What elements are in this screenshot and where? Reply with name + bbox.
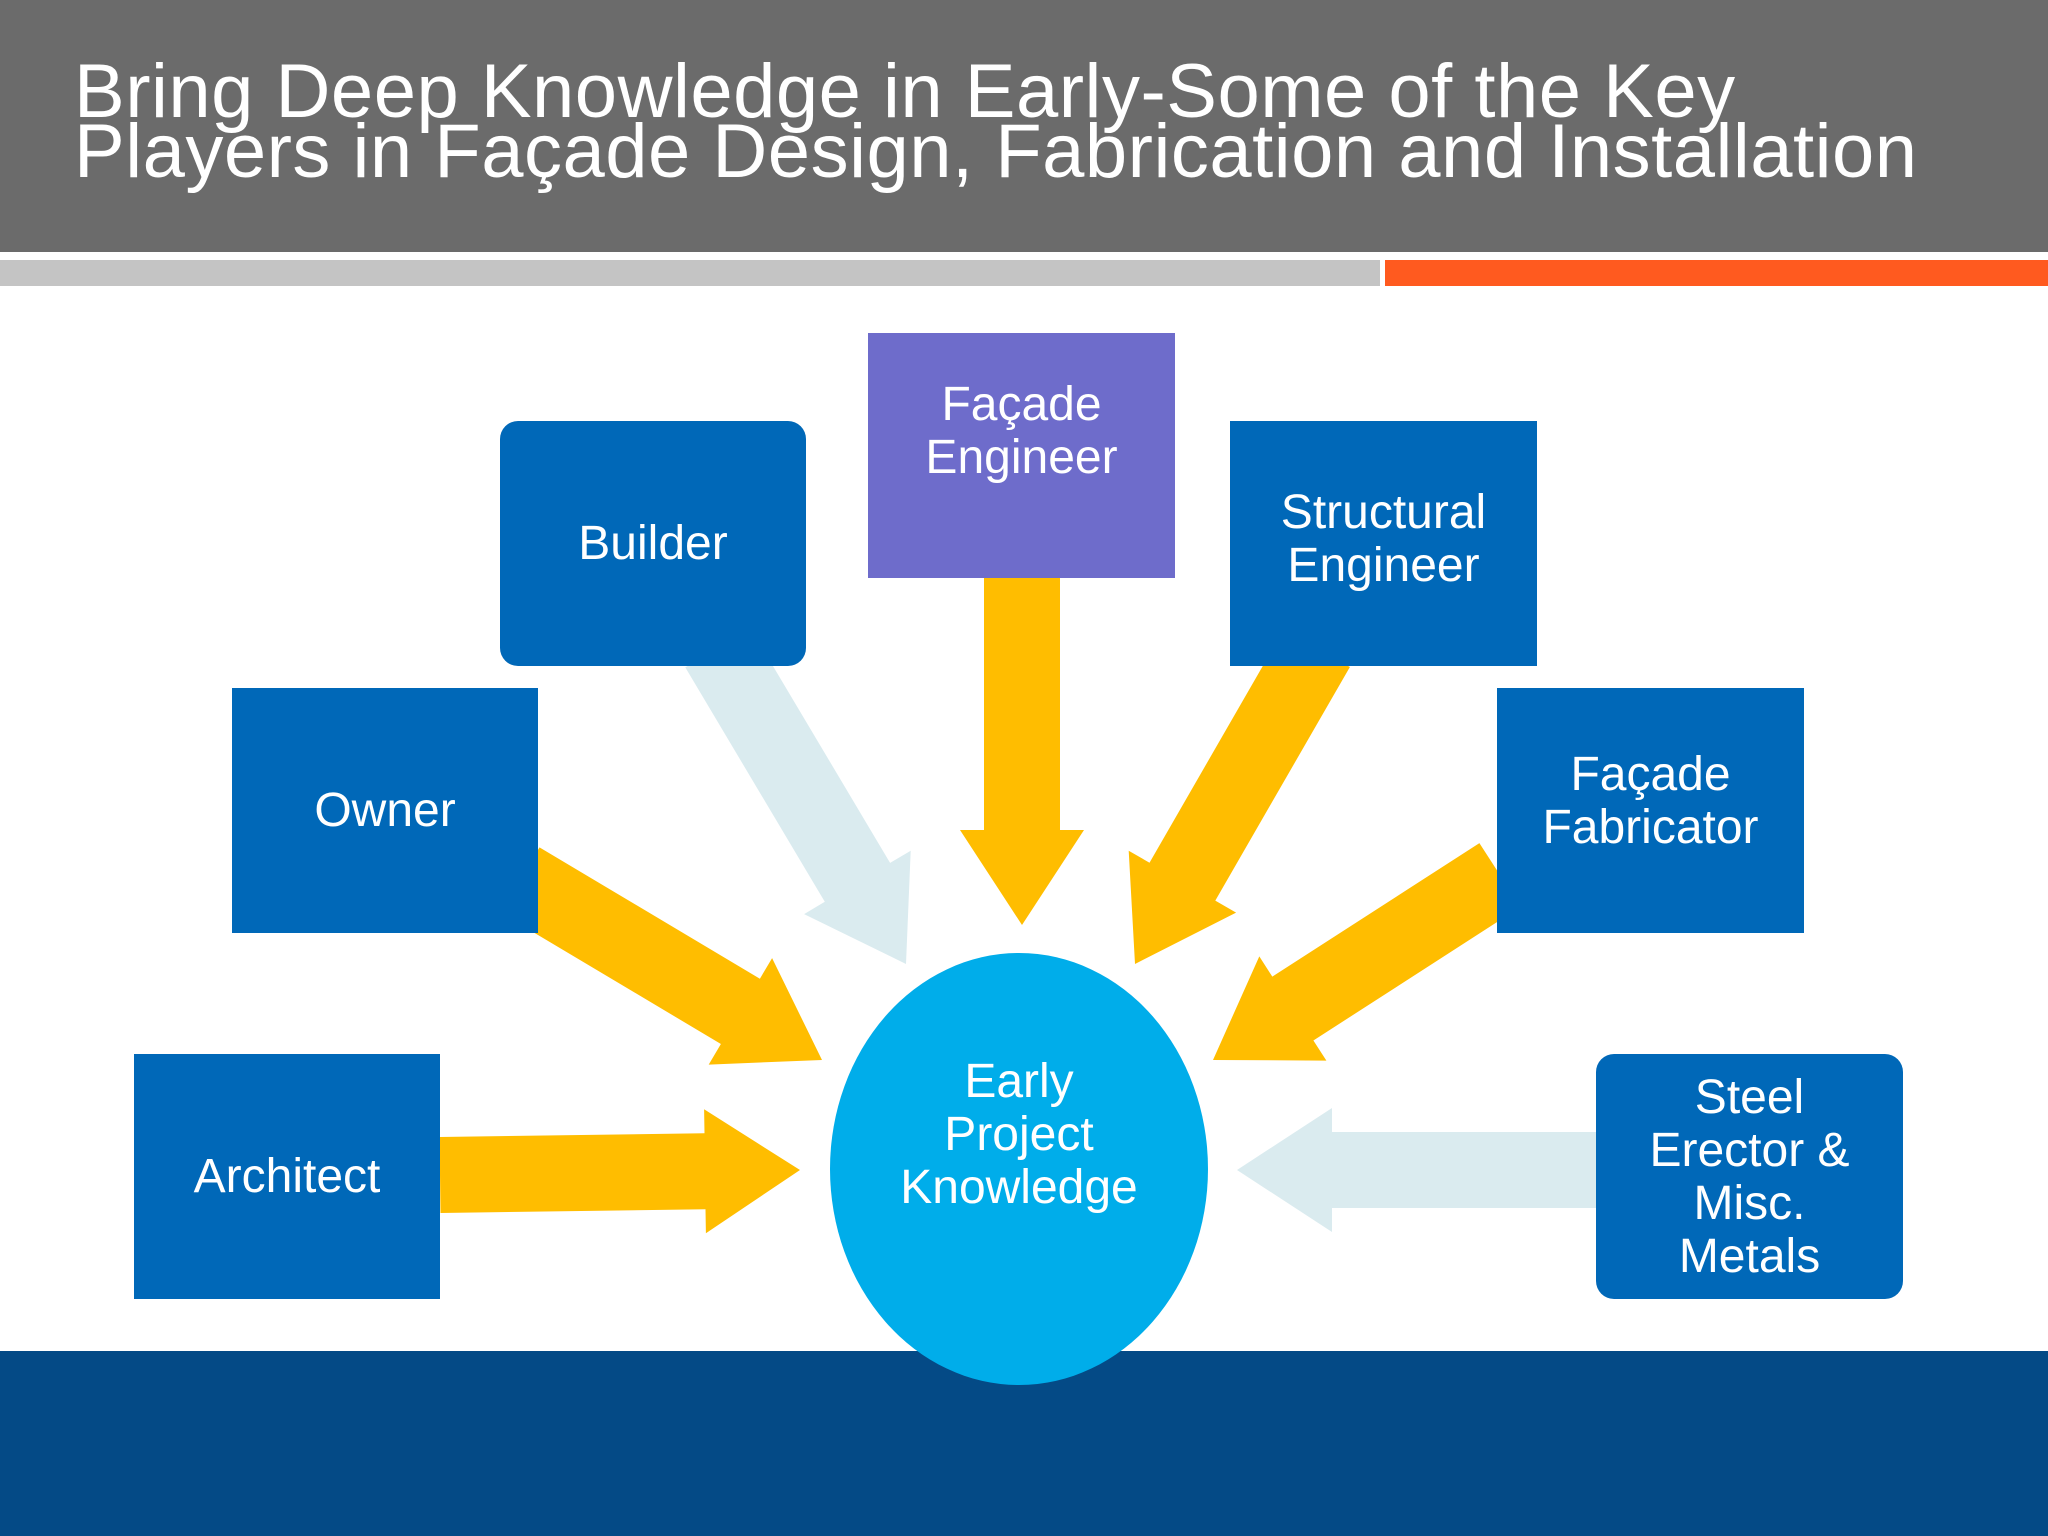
arrow-steel-erector [1237, 1108, 1596, 1232]
node-facade-fabricator: Façade Fabricator [1497, 688, 1804, 933]
arrow-facade-engineer [960, 578, 1084, 925]
arrow-architect [439, 1109, 800, 1234]
node-steel-erector: Steel Erector & Misc. Metals [1596, 1054, 1903, 1299]
node-facade-engineer: Façade Engineer [868, 333, 1175, 578]
arrow-structural-engineer [1128, 629, 1350, 964]
title-rule-grey [0, 260, 1380, 286]
slide-title: Bring Deep Knowledge in Early-Some of th… [74, 49, 2014, 194]
title-bar: Bring Deep Knowledge in Early-Some of th… [0, 0, 2048, 252]
node-owner: Owner [232, 688, 538, 933]
hub-early-project-knowledge: Early Project Knowledge [830, 953, 1208, 1385]
arrow-facade-fabricator [1213, 843, 1521, 1061]
slide-title-line-2: Players in Façade Design, Fabrication an… [74, 109, 1918, 194]
node-structural-engineer: Structural Engineer [1230, 421, 1537, 666]
node-architect: Architect [134, 1054, 440, 1299]
arrow-owner [500, 847, 822, 1065]
node-builder: Builder [500, 421, 806, 666]
arrow-builder [685, 628, 911, 964]
title-rule-orange [1385, 260, 2048, 286]
slide-title-line-1: Bring Deep Knowledge in Early-Some of th… [74, 49, 1736, 134]
